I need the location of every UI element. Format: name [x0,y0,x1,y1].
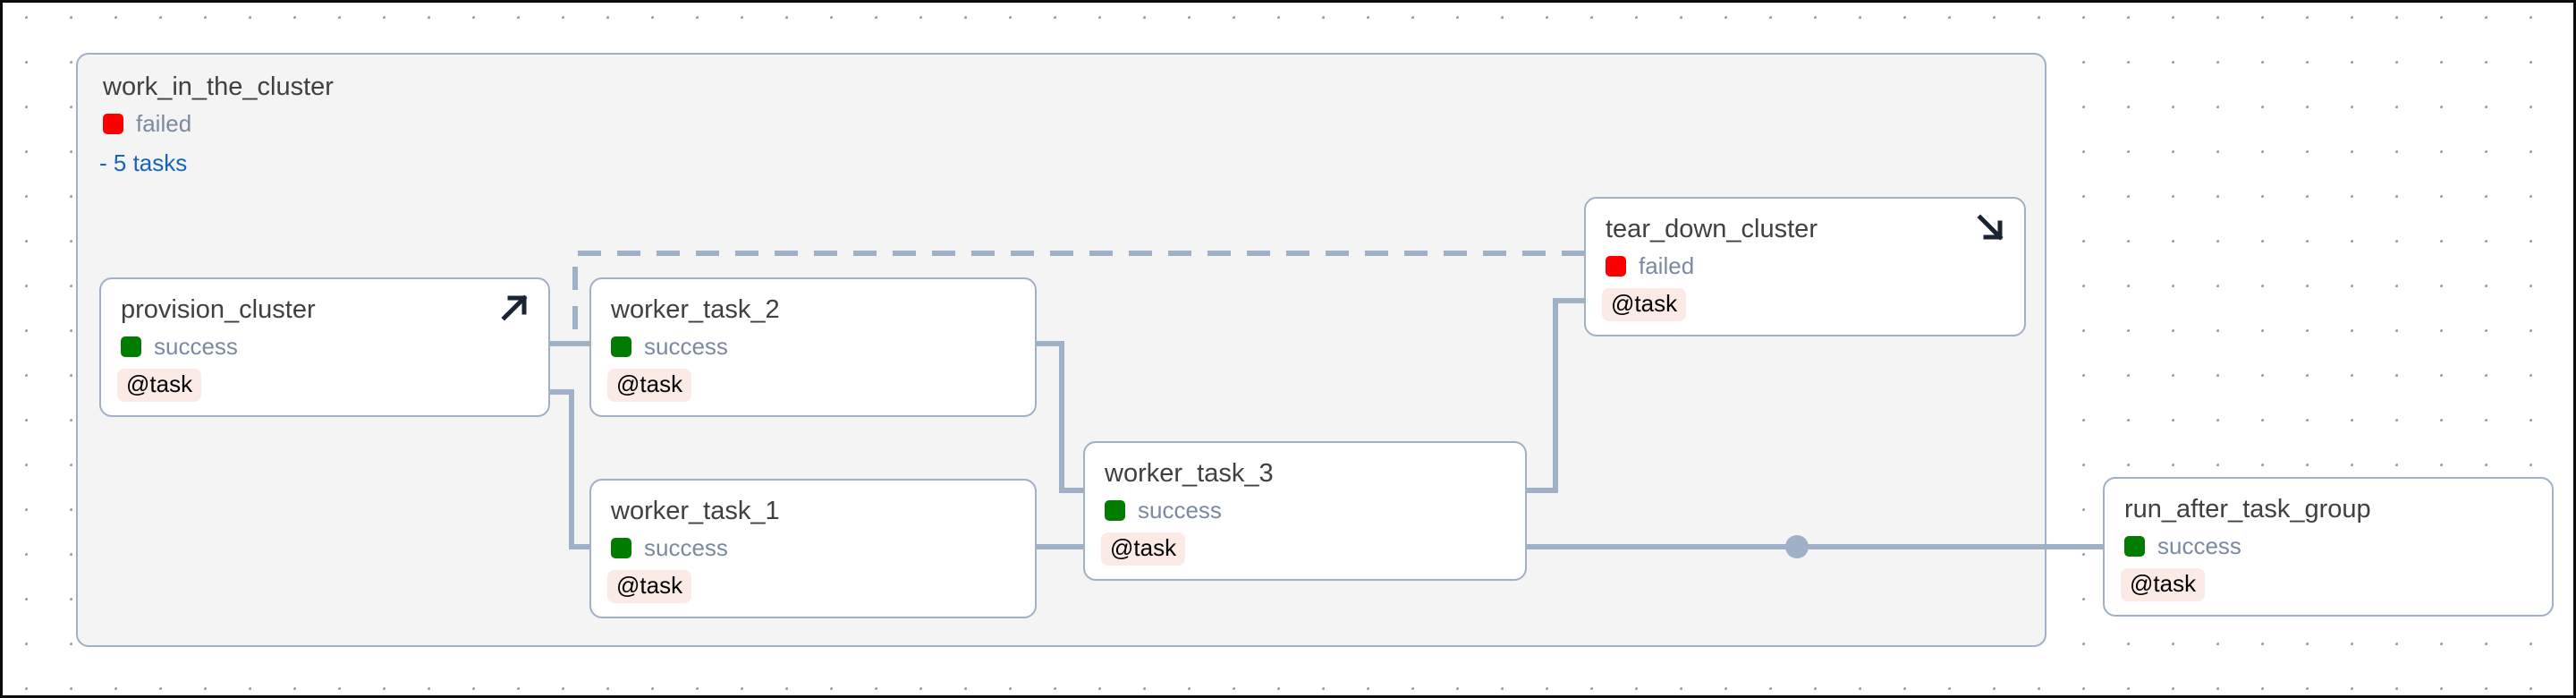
status-square-success-icon [611,538,631,558]
status-square-success-icon [1105,500,1125,521]
node-title: worker_task_3 [1105,459,1274,488]
node-status: success [1105,497,1222,524]
node-tear-down-cluster[interactable]: tear_down_cluster failed @task [1584,197,2026,336]
node-title: provision_cluster [121,295,316,324]
task-group-status-label: failed [136,110,192,137]
task-group-status: failed [103,110,191,138]
arrow-up-right-icon[interactable] [496,290,532,326]
node-status-label: success [644,333,728,360]
node-operator-badge: @task [607,570,692,603]
node-status-label: success [1138,497,1222,524]
status-square-failed-icon [1606,256,1626,277]
node-worker-task-1[interactable]: worker_task_1 success @task [589,479,1037,618]
arrow-down-right-icon[interactable] [1972,209,2008,245]
node-status: success [611,534,728,562]
node-title: tear_down_cluster [1606,215,1818,243]
node-provision-cluster[interactable]: provision_cluster success @task [99,277,550,417]
node-operator-badge: @task [2121,568,2206,601]
node-operator-badge: @task [1101,532,1186,566]
node-title: worker_task_2 [611,295,780,324]
node-run-after-task-group[interactable]: run_after_task_group success @task [2103,477,2554,617]
node-title: worker_task_1 [611,497,780,525]
node-worker-task-2[interactable]: worker_task_2 success @task [589,277,1037,417]
node-operator-badge: @task [607,369,692,402]
task-group-title: work_in_the_cluster [103,72,334,101]
node-worker-task-3[interactable]: worker_task_3 success @task [1083,441,1527,581]
node-title: run_after_task_group [2124,495,2371,524]
status-square-failed-icon [103,114,123,134]
node-status: success [2124,532,2241,560]
node-status-label: success [644,534,728,561]
node-status: success [121,333,238,361]
node-status-label: failed [1639,252,1695,279]
node-status-label: success [154,333,238,360]
node-operator-badge: @task [117,369,202,402]
status-square-success-icon [2124,536,2145,557]
status-square-success-icon [611,336,631,357]
node-status-label: success [2157,532,2241,559]
node-status: success [611,333,728,361]
node-status: failed [1606,252,1694,280]
status-square-success-icon [121,336,141,357]
task-group-collapse-toggle[interactable]: - 5 tasks [99,149,188,176]
node-operator-badge: @task [1602,288,1687,321]
